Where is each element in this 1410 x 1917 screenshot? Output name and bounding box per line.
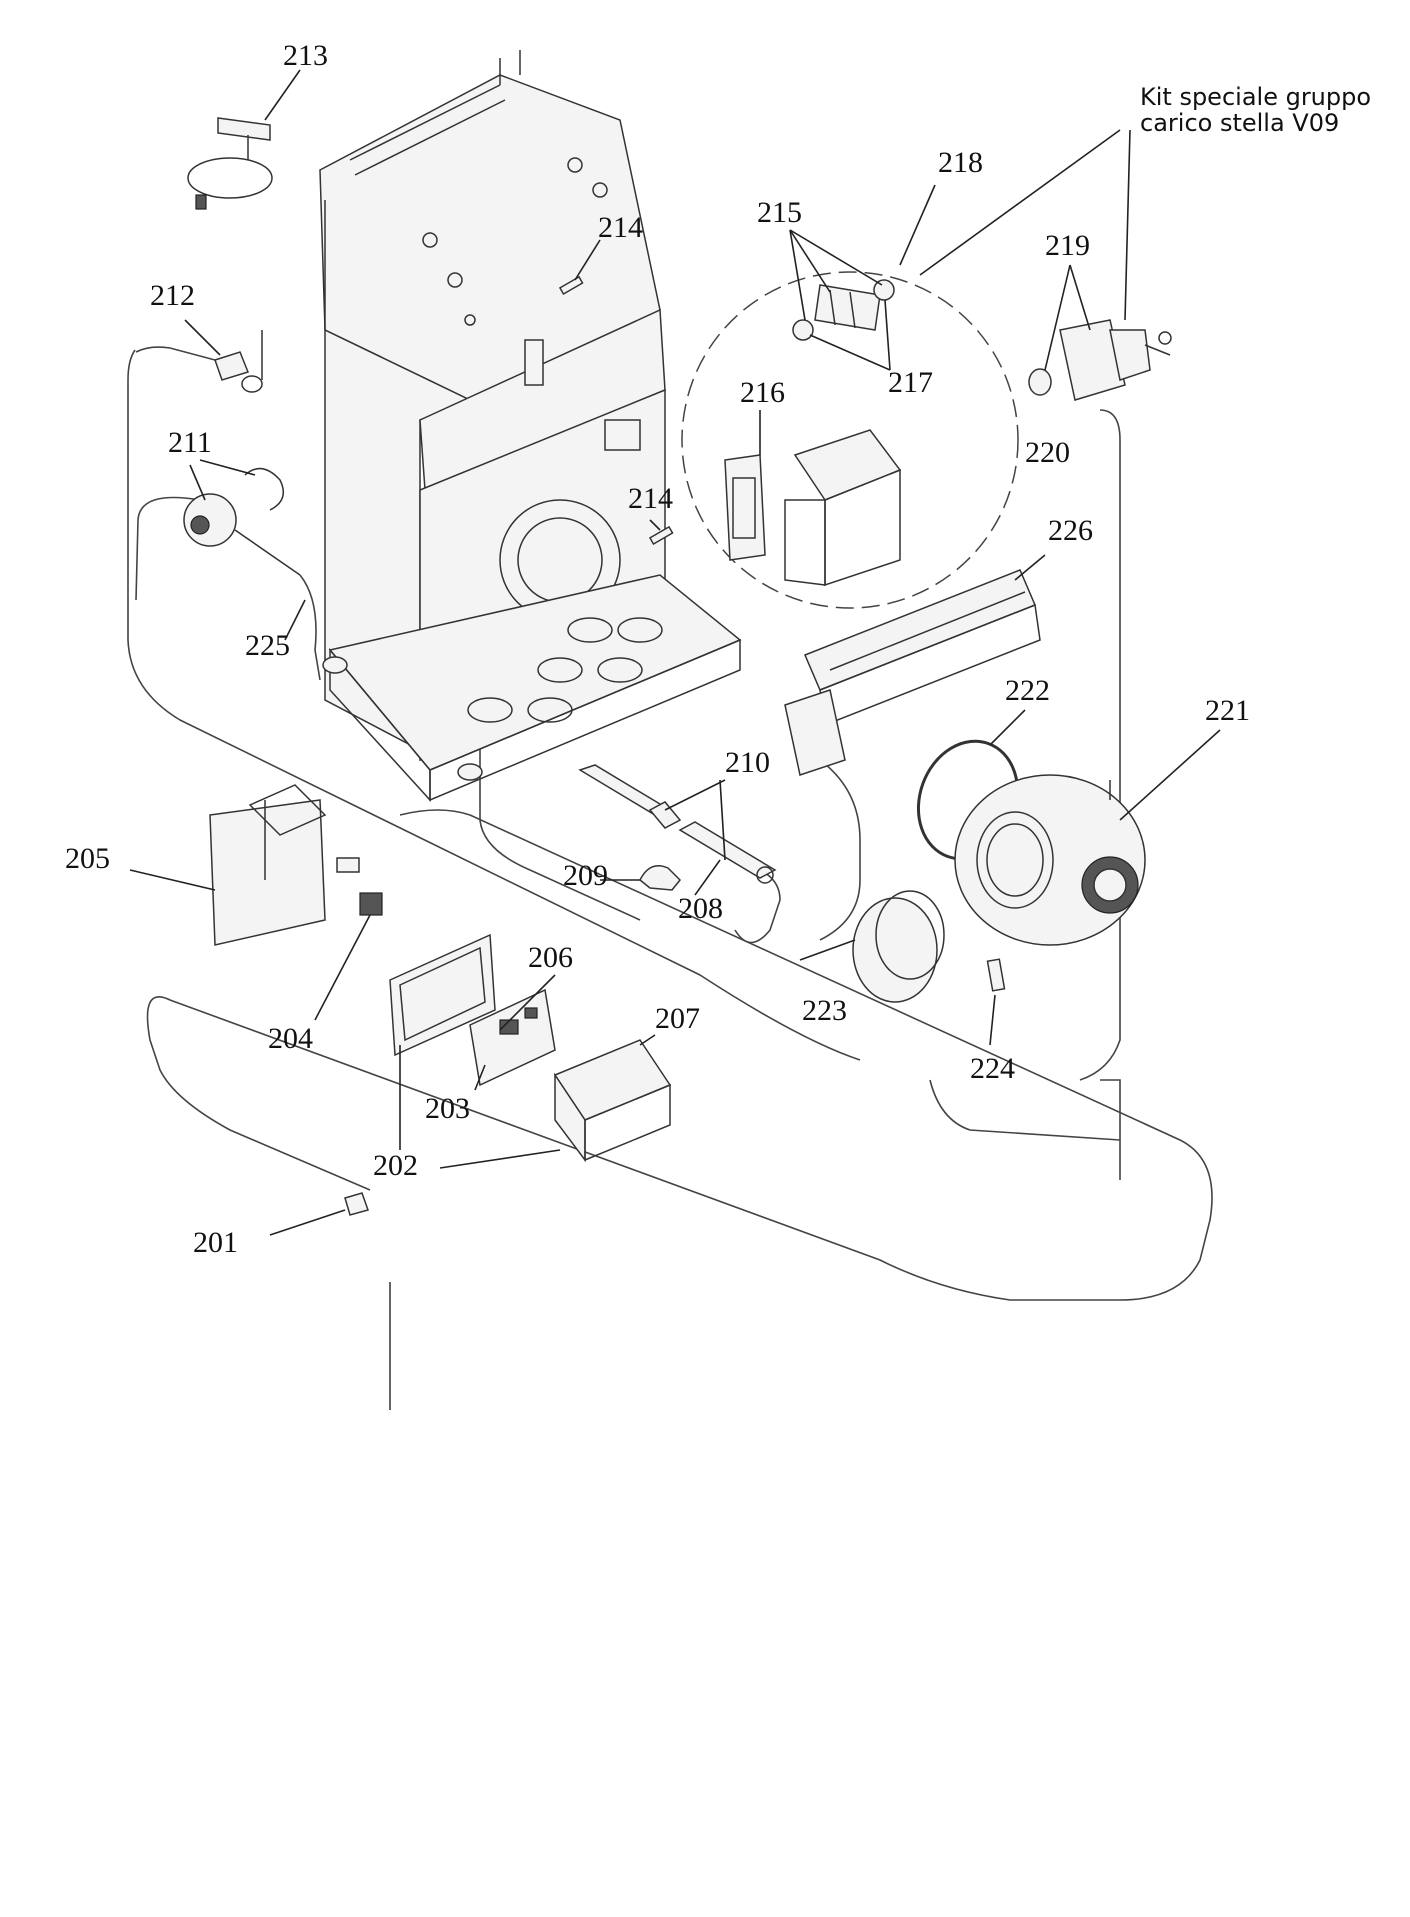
part-212-sensor xyxy=(214,330,263,393)
label-211: 211 xyxy=(168,426,212,459)
label-212: 212 xyxy=(150,279,195,312)
label-201: 201 xyxy=(193,1226,238,1259)
label-205: 205 xyxy=(65,842,110,875)
part-221-exhaust-fan xyxy=(954,774,1146,946)
label-202: 202 xyxy=(373,1149,418,1182)
leader-lines xyxy=(129,69,1221,1236)
label-218: 218 xyxy=(938,146,983,179)
label-222: 222 xyxy=(1005,674,1050,707)
label-206: 206 xyxy=(528,941,573,974)
part-202-board-frame xyxy=(389,933,496,1057)
part-226-auger xyxy=(784,569,1041,776)
label-210: 210 xyxy=(725,746,770,779)
part-201-connector xyxy=(344,1192,369,1216)
label-219: 219 xyxy=(1045,229,1090,262)
part-connector xyxy=(336,857,360,873)
label-214b: 214 xyxy=(628,482,673,515)
part-214-pin-upper xyxy=(558,275,584,295)
part-220-bush xyxy=(1028,368,1052,396)
part-210-tube xyxy=(578,764,777,884)
label-216: 216 xyxy=(740,376,785,409)
stove-body xyxy=(319,50,742,802)
label-223: 223 xyxy=(802,994,847,1027)
part-223-conveyor xyxy=(852,890,945,1003)
part-224-pin xyxy=(986,958,1006,992)
kit-note-line1: Kit speciale gruppo xyxy=(1140,83,1371,111)
part-214-pin-lower xyxy=(648,525,674,545)
label-204: 204 xyxy=(268,1022,313,1055)
label-226: 226 xyxy=(1048,514,1093,547)
part-219-gear-motor xyxy=(1059,319,1172,401)
label-220: 220 xyxy=(1025,436,1070,469)
label-203: 203 xyxy=(425,1092,470,1125)
label-207: 207 xyxy=(655,1002,700,1035)
kit-note-line2: carico stella V09 xyxy=(1140,109,1339,137)
label-213: 213 xyxy=(283,39,328,72)
part-205-bracket xyxy=(209,784,327,946)
part-labels: 213 214 212 211 214 225 215 217 216 218 … xyxy=(65,39,1250,1259)
part-209-clip xyxy=(639,865,682,891)
label-225: 225 xyxy=(245,629,290,662)
label-214a: 214 xyxy=(598,211,643,244)
part-211-pressure-switch xyxy=(183,467,321,681)
part-207-cover-box xyxy=(553,1039,672,1163)
label-215: 215 xyxy=(757,196,802,229)
detail-circle-218 xyxy=(681,271,1019,609)
label-224: 224 xyxy=(970,1052,1015,1085)
part-203-circuit-board xyxy=(469,988,556,1087)
part-204-switch xyxy=(359,892,383,916)
part-213-ring-bracket xyxy=(187,117,273,210)
label-221: 221 xyxy=(1205,694,1250,727)
label-208: 208 xyxy=(678,892,723,925)
label-217: 217 xyxy=(888,366,933,399)
label-209: 209 xyxy=(563,859,608,892)
